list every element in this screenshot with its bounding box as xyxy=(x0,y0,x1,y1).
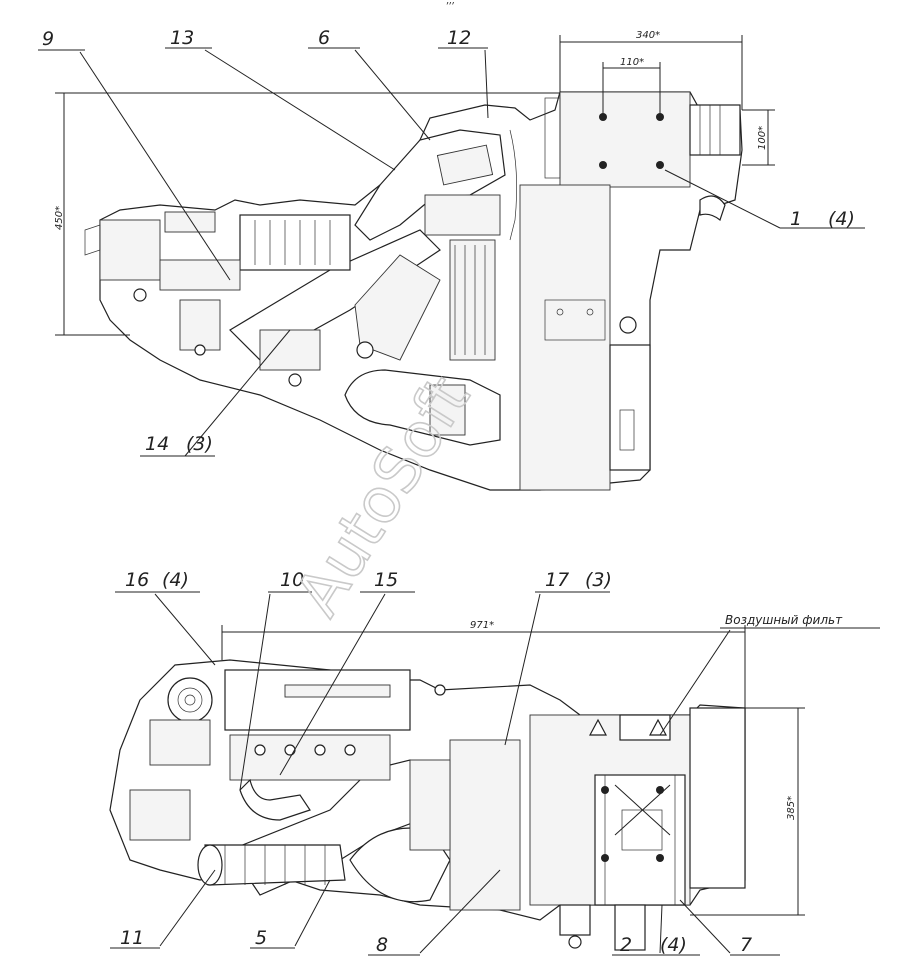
label-16-qty: (4) xyxy=(162,569,189,591)
top-filter-outlet xyxy=(689,104,741,156)
label-17: 17 xyxy=(545,569,569,591)
label-10: 10 xyxy=(280,569,304,591)
dim-971: 971* xyxy=(470,620,494,631)
bottom-view: 971* 385* 16 (4) 10 15 17 (3) Воздушный … xyxy=(109,569,880,956)
label-8: 8 xyxy=(376,934,388,956)
label-16: 16 xyxy=(125,569,149,591)
label-6: 6 xyxy=(318,27,330,49)
dim-385: 385* xyxy=(786,796,797,820)
top-engine-head xyxy=(239,214,351,271)
label-13: 13 xyxy=(170,27,194,49)
label-14: 14 xyxy=(145,433,169,455)
label-7: 7 xyxy=(740,934,752,956)
bottom-callouts: 16 (4) 10 15 17 (3) Воздушный фильт 11 5 xyxy=(110,569,880,956)
top-dimensions: 340* 110* 100* 450* xyxy=(54,30,775,336)
label-2: 2 xyxy=(620,934,632,956)
bottom-pulley xyxy=(167,677,213,723)
bottom-corrugated-hose xyxy=(204,844,346,886)
label-11: 11 xyxy=(120,927,144,949)
top-view: 340* 110* 100* 450* 9 13 6 xyxy=(38,1,865,491)
top-cooler-block xyxy=(519,184,611,491)
label-5: 5 xyxy=(255,927,267,949)
label-2-qty: (4) xyxy=(660,934,687,956)
label-1-qty: (4) xyxy=(828,208,855,230)
label-1: 1 xyxy=(790,208,802,230)
top-callouts: 9 13 6 12 1 (4) 14 (3) xyxy=(38,27,865,457)
dim-110: 110* xyxy=(620,57,644,68)
label-17-qty: (3) xyxy=(585,569,612,591)
label-9: 9 xyxy=(42,28,54,50)
label-15: 15 xyxy=(374,569,398,591)
bottom-dimensions: 971* 385* xyxy=(221,620,805,916)
svg-text:ʹʹʹ: ʹʹʹ xyxy=(445,1,455,13)
label-14-qty: (3) xyxy=(186,433,213,455)
dim-450: 450* xyxy=(54,206,65,230)
top-filter-clamp xyxy=(544,97,561,179)
dim-100: 100* xyxy=(757,126,768,150)
label-12: 12 xyxy=(447,27,471,49)
bottom-engine-head xyxy=(224,669,411,731)
air-filter-note: Воздушный фильт xyxy=(725,613,843,627)
dim-340: 340* xyxy=(636,30,660,41)
